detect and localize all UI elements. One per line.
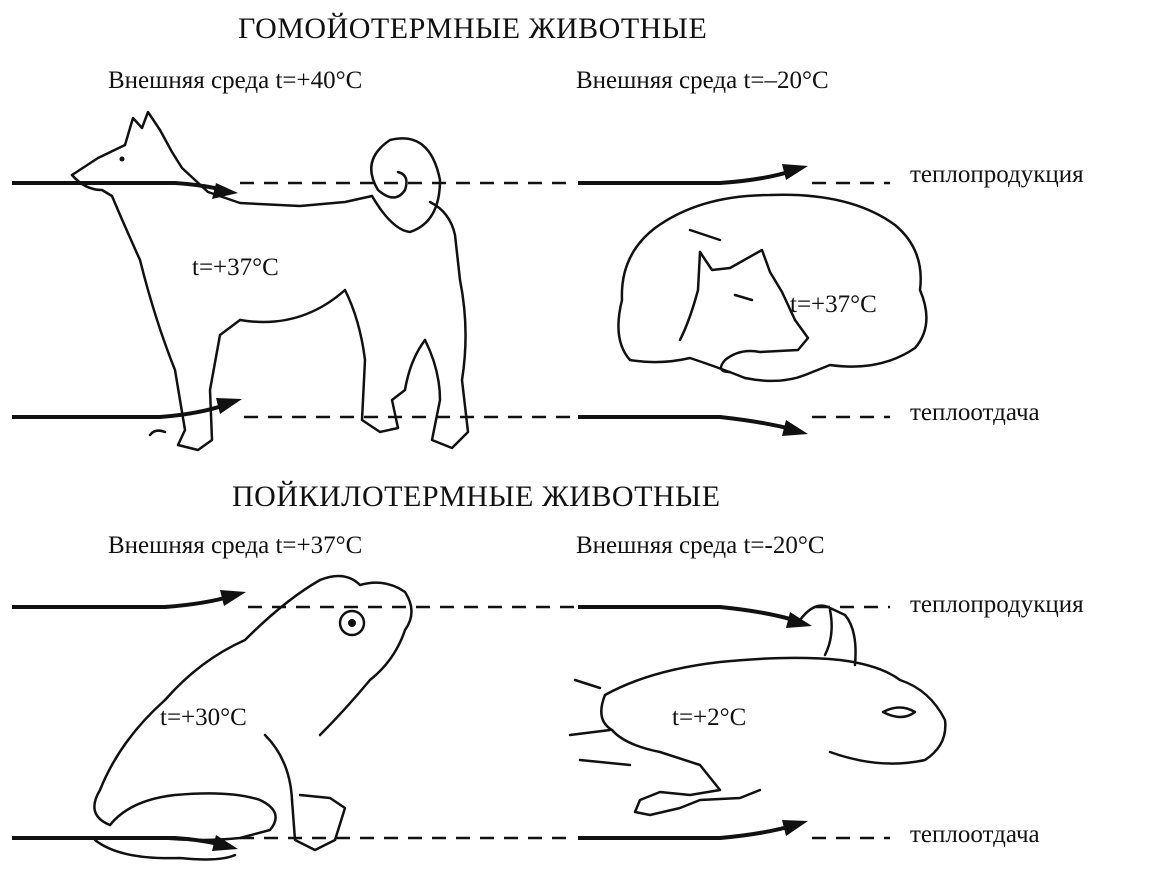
arrowhead: [782, 820, 808, 836]
arrowhead: [782, 164, 808, 180]
arrowhead: [216, 398, 242, 414]
heat-production-label-bottom: теплопродукция: [910, 592, 1084, 617]
sitting-frog-drawing: [94, 576, 411, 859]
heat-production-arrow-left-top: [12, 183, 228, 191]
lying-frog-drawing: [570, 606, 945, 815]
arrowhead: [220, 590, 246, 606]
heat-loss-arrow-left-top: [12, 404, 228, 417]
body-temp-label-frog-right: t=+2°C: [672, 705, 746, 730]
poikilothermic-title: ПОЙКИЛОТЕРМНЫЕ ЖИВОТНЫЕ: [232, 482, 721, 512]
heat-production-arrow-right-top: [578, 170, 795, 183]
heat-loss-arrow-right-top: [578, 417, 795, 430]
heat-production-arrow-left-bottom: [12, 596, 232, 607]
env-temp-label-right: Внешняя среда t=–20°C: [576, 68, 829, 93]
env-temp-label-left-bottom: Внешняя среда t=+37°C: [108, 533, 362, 558]
env-temp-label-right-bottom: Внешняя среда t=-20°C: [576, 533, 825, 558]
body-temp-label-left: t=+37°C: [192, 255, 279, 280]
heat-loss-label-bottom: теплоотдача: [910, 822, 1040, 847]
body-temp-label-frog-left: t=+30°C: [160, 705, 247, 730]
standing-dog-drawing: [72, 112, 468, 450]
heat-production-arrow-right-bottom: [578, 607, 800, 622]
curled-dog-drawing: [618, 195, 926, 381]
homeothermic-title: ГОМОЙОТЕРМНЫЕ ЖИВОТНЫЕ: [238, 14, 707, 44]
body-temp-label-right: t=+37°C: [790, 292, 877, 317]
heat-loss-arrow-right-bottom: [578, 825, 795, 838]
env-temp-label-left: Внешняя среда t=+40°C: [108, 68, 362, 93]
heat-production-label: теплопродукция: [910, 162, 1084, 187]
arrowhead: [782, 420, 808, 436]
heat-loss-label: теплоотдача: [910, 400, 1040, 425]
